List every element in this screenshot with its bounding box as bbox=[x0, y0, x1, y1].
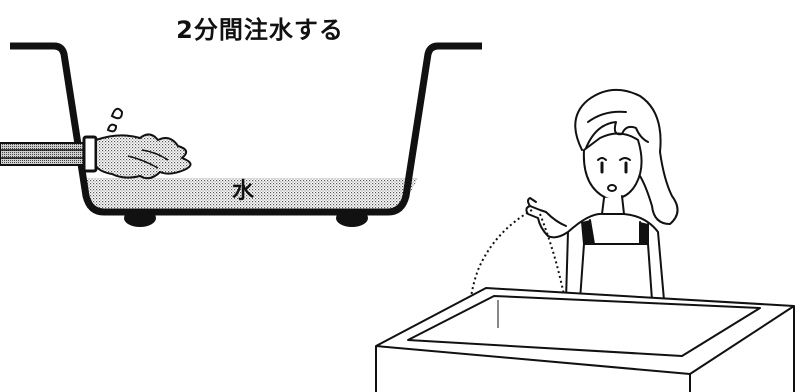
water-label: 水 bbox=[232, 179, 255, 204]
tub-foot-right bbox=[336, 209, 368, 227]
splash-drop-1 bbox=[110, 107, 124, 120]
water-body bbox=[82, 178, 418, 212]
tub-foot-left bbox=[124, 209, 156, 227]
instruction-caption: 2分間注水する bbox=[176, 16, 344, 44]
woman-figure bbox=[525, 89, 679, 301]
water-stream bbox=[95, 133, 192, 180]
bathtub-cross-section: 水 bbox=[0, 42, 482, 227]
inlet-pipe bbox=[0, 135, 98, 173]
bathtub-rim bbox=[375, 287, 795, 392]
tub-outline bbox=[10, 42, 482, 216]
splash-drop-2 bbox=[106, 123, 118, 133]
